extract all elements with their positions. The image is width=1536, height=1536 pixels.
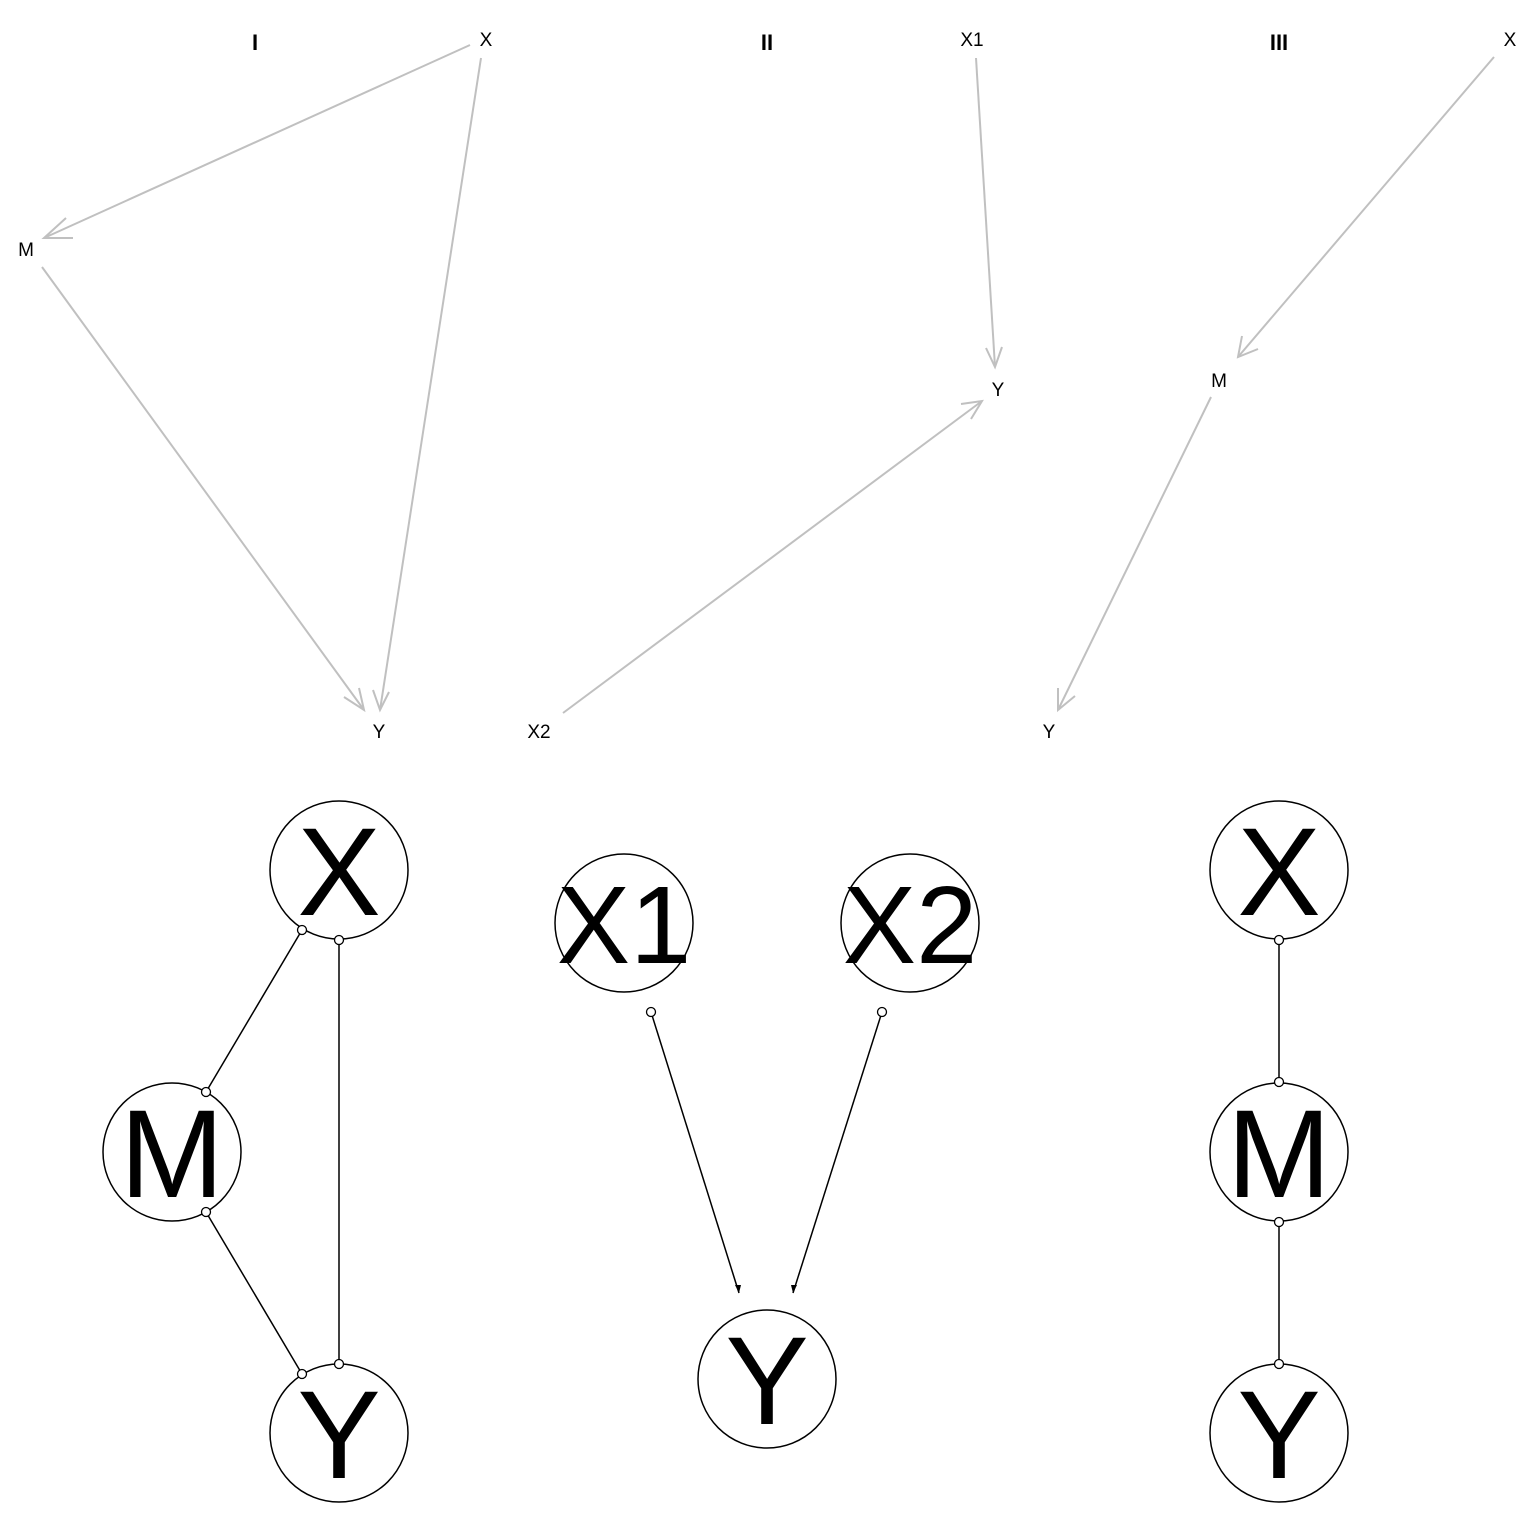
port-ii-x1-y bbox=[645, 1006, 657, 1018]
top-edge-ii-x1-y bbox=[975, 57, 1003, 370]
top-node-i-m: M bbox=[18, 240, 34, 261]
port-ii-x2-y bbox=[876, 1006, 888, 1018]
bottom-node-i-x: X bbox=[269, 800, 409, 942]
panel-title-iii: III bbox=[1270, 30, 1288, 55]
bottom-node-ii-y-label: Y bbox=[725, 1312, 808, 1451]
bottom-node-i-y: Y bbox=[269, 1363, 409, 1505]
top-node-iii-y: Y bbox=[1043, 722, 1056, 743]
bottom-node-i-m: M bbox=[102, 1082, 242, 1224]
port-i-y-x bbox=[333, 1358, 345, 1370]
top-edge-i-x-m bbox=[41, 44, 471, 239]
top-node-ii-x2: X2 bbox=[527, 722, 550, 743]
top-node-ii-x1: X1 bbox=[960, 30, 983, 51]
port-i-m-x bbox=[200, 1086, 212, 1098]
top-edge-i-x-y bbox=[372, 57, 482, 713]
bottom-edge-ii-x1-y bbox=[650, 1011, 741, 1294]
top-edge-i-m-y bbox=[41, 266, 366, 713]
top-node-iii-m: M bbox=[1211, 371, 1227, 392]
bottom-edge-i-m-y bbox=[205, 1211, 303, 1375]
bottom-node-ii-x1-label: X1 bbox=[557, 864, 692, 987]
bottom-node-i-y-label: Y bbox=[297, 1366, 380, 1505]
bottom-node-ii-x2-label: X2 bbox=[843, 864, 978, 987]
port-iii-y-m bbox=[1273, 1358, 1285, 1370]
top-edge-iii-x-m bbox=[1236, 56, 1495, 359]
top-node-i-y: Y bbox=[373, 722, 386, 743]
port-iii-m-x bbox=[1273, 1076, 1285, 1088]
port-i-x-y bbox=[333, 934, 345, 946]
bottom-edge-ii-x2-y bbox=[791, 1011, 883, 1294]
panel-title-i: I bbox=[252, 30, 258, 55]
bottom-node-ii-x1: X1 bbox=[554, 853, 694, 993]
bottom-node-iii-m: M bbox=[1209, 1082, 1349, 1224]
bottom-node-i-m-label: M bbox=[120, 1085, 224, 1224]
bottom-node-iii-y: Y bbox=[1209, 1363, 1349, 1505]
bottom-node-iii-y-label: Y bbox=[1237, 1366, 1320, 1505]
bottom-node-i-x-label: X bbox=[297, 803, 380, 942]
bottom-node-ii-y: Y bbox=[697, 1309, 837, 1451]
bottom-node-iii-m-label: M bbox=[1227, 1085, 1331, 1224]
panel-title-ii: II bbox=[761, 30, 773, 55]
bottom-node-iii-x: X bbox=[1209, 800, 1349, 942]
port-i-y-m bbox=[296, 1368, 308, 1380]
bottom-edge-i-x-m bbox=[205, 929, 303, 1093]
port-iii-x-m bbox=[1273, 934, 1285, 946]
top-edge-iii-m-y bbox=[1057, 396, 1212, 713]
top-node-iii-x: X bbox=[1504, 30, 1517, 51]
port-iii-m-y bbox=[1273, 1216, 1285, 1228]
top-node-ii-y: Y bbox=[992, 380, 1005, 401]
port-i-x-m bbox=[296, 924, 308, 936]
bottom-node-ii-x2: X2 bbox=[840, 853, 980, 993]
port-i-m-y bbox=[200, 1206, 212, 1218]
bottom-node-iii-x-label: X bbox=[1237, 803, 1320, 942]
top-edge-ii-x2-y bbox=[562, 399, 984, 714]
top-node-i-x: X bbox=[480, 30, 493, 51]
